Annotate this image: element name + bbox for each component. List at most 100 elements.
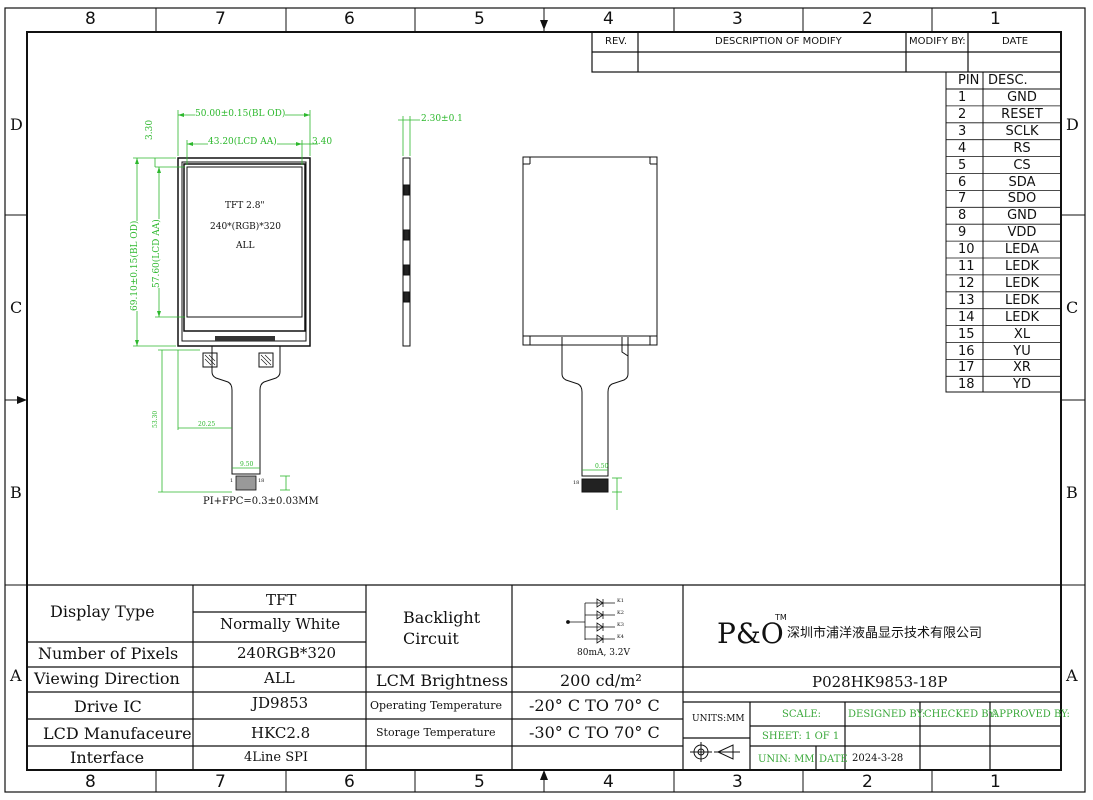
backlight-rating: 80mA, 3.2V: [577, 648, 631, 658]
scale-label: SCALE:: [782, 709, 822, 720]
grid-column-label: 4: [603, 772, 614, 792]
backlight-schematic: [566, 598, 615, 644]
pin-number: 9: [958, 225, 967, 241]
pin-header: PIN: [958, 73, 980, 88]
pin-number: 12: [958, 275, 975, 291]
grid-column-label: 7: [215, 772, 226, 792]
spec-label-drive-ic: Drive IC: [74, 697, 142, 716]
spec-label-pixels: Number of Pixels: [38, 644, 179, 663]
grid-column-label: 3: [732, 772, 743, 792]
pin-number: 7: [958, 191, 967, 207]
pin-description: LEDA: [1004, 242, 1040, 258]
dim-fpc-width: 9.50: [240, 461, 254, 468]
grid-column-label: 1: [990, 772, 1001, 792]
led-k4: K4: [617, 634, 624, 640]
grid-column-label: 8: [85, 9, 96, 29]
operating-temp-value: -20° C TO 70° C: [529, 696, 660, 715]
dim-right-margin: 3.40: [312, 137, 333, 147]
dim-pitch: 0.50: [595, 463, 609, 470]
backlight-label-1: Backlight: [403, 608, 481, 627]
pin-description: LEDK: [1005, 292, 1039, 308]
grid-row-label: D: [1066, 115, 1079, 134]
approved-by-label: APPROVED BY:: [992, 709, 1070, 720]
date-header: DATE: [1002, 36, 1029, 47]
pin-number: 14: [958, 309, 975, 325]
dim-fpc-offset: 20.25: [198, 421, 216, 428]
grid-column-label: 6: [344, 772, 355, 792]
screen-line-1: TFT 2.8": [225, 201, 265, 211]
pin-description: GND: [1007, 208, 1037, 224]
grid-column-label: 6: [344, 9, 355, 29]
projection-symbol: [690, 742, 740, 762]
grid-row-label: C: [1066, 298, 1079, 317]
grid-row-label: C: [10, 298, 23, 317]
grid-row-label: D: [10, 115, 23, 134]
dim-thickness: 2.30±0.1: [421, 114, 463, 124]
pin-description: YU: [1013, 343, 1031, 359]
rev-header: REV.: [605, 36, 627, 47]
pin-description: SDO: [1007, 191, 1037, 207]
grid-column-label: 7: [215, 9, 226, 29]
backlight-label-2: Circuit: [403, 629, 459, 648]
grid-column-label: 2: [862, 772, 873, 792]
pin-number: 15: [958, 326, 975, 342]
spec-value-interface: 4Line SPI: [244, 750, 309, 765]
pin-description: GND: [1007, 90, 1037, 105]
sheet-label: SHEET: 1 OF 1: [762, 731, 840, 742]
grid-column-label: 8: [85, 772, 96, 792]
operating-temp-label: Operating Temperature: [370, 699, 503, 712]
fpc-thickness-note: PI+FPC=0.3±0.03MM: [203, 496, 319, 507]
grid-row-label: B: [1066, 483, 1078, 502]
front-view: [177, 157, 311, 491]
pin-number: 2: [958, 106, 967, 122]
spec-label-display-type: Display Type: [50, 602, 155, 621]
pin-number: 3: [958, 123, 967, 139]
trademark: TM: [775, 613, 787, 622]
modify-by-header: MODIFY BY:: [909, 36, 966, 47]
led-k2: K2: [617, 610, 624, 616]
pin-number: 18: [958, 377, 975, 393]
unin-label: UNIN: MM: [758, 754, 815, 765]
dim-lcd-width: 43.20(LCD AA): [208, 137, 277, 147]
pin-description: YD: [1013, 377, 1031, 393]
grid-column-label: 2: [862, 9, 873, 29]
description-header: DESCRIPTION OF MODIFY: [715, 36, 842, 47]
company-name: 深圳市浦洋液晶显示技术有限公司: [787, 626, 983, 641]
dim-bl-width: 50.00±0.15(BL OD): [195, 109, 286, 119]
pin-description: RS: [1013, 140, 1031, 156]
spec-value-pixels: 240RGB*320: [237, 644, 337, 662]
pin-number: 1: [958, 90, 967, 105]
pin-description: LEDK: [1005, 309, 1039, 325]
screen-line-2: 240*(RGB)*320: [210, 222, 281, 232]
pin-description: CS: [1013, 157, 1031, 173]
fpc-pin-last: 18: [258, 478, 265, 484]
units-label: UNITS:MM: [692, 714, 745, 724]
dim-lcd-height: 57.60(LCD AA): [152, 219, 162, 288]
spec-label-viewing: Viewing Direction: [34, 669, 180, 688]
pin-description: XL: [1013, 326, 1031, 342]
pin-number: 16: [958, 343, 975, 359]
desc-header: DESC.: [988, 73, 1028, 88]
grid-row-label: A: [1066, 666, 1078, 685]
checked-by-label: CHECKED BY:: [924, 709, 998, 720]
grid-column-label: 1: [990, 9, 1001, 29]
grid-row-label: A: [10, 666, 22, 685]
back-pin-label: 18: [573, 480, 580, 486]
pin-description: SDA: [1008, 174, 1036, 190]
brightness-label: LCM Brightness: [376, 671, 509, 690]
pin-number: 17: [958, 360, 975, 376]
led-k3: K3: [617, 622, 624, 628]
pin-number: 11: [958, 259, 975, 274]
side-view: [402, 157, 411, 347]
pin-number: 6: [958, 174, 967, 190]
pin-description: XR: [1013, 360, 1031, 376]
pin-number: 4: [958, 140, 967, 156]
spec-value-manufacture: HKC2.8: [251, 724, 311, 742]
grid-column-label: 3: [732, 9, 743, 29]
spec-value-viewing: ALL: [264, 669, 295, 687]
fpc-pin-first: 1: [230, 478, 234, 484]
pin-description: RESET: [1001, 106, 1043, 122]
storage-temp-value: -30° C TO 70° C: [529, 723, 660, 742]
grid-column-label: 5: [474, 9, 485, 29]
